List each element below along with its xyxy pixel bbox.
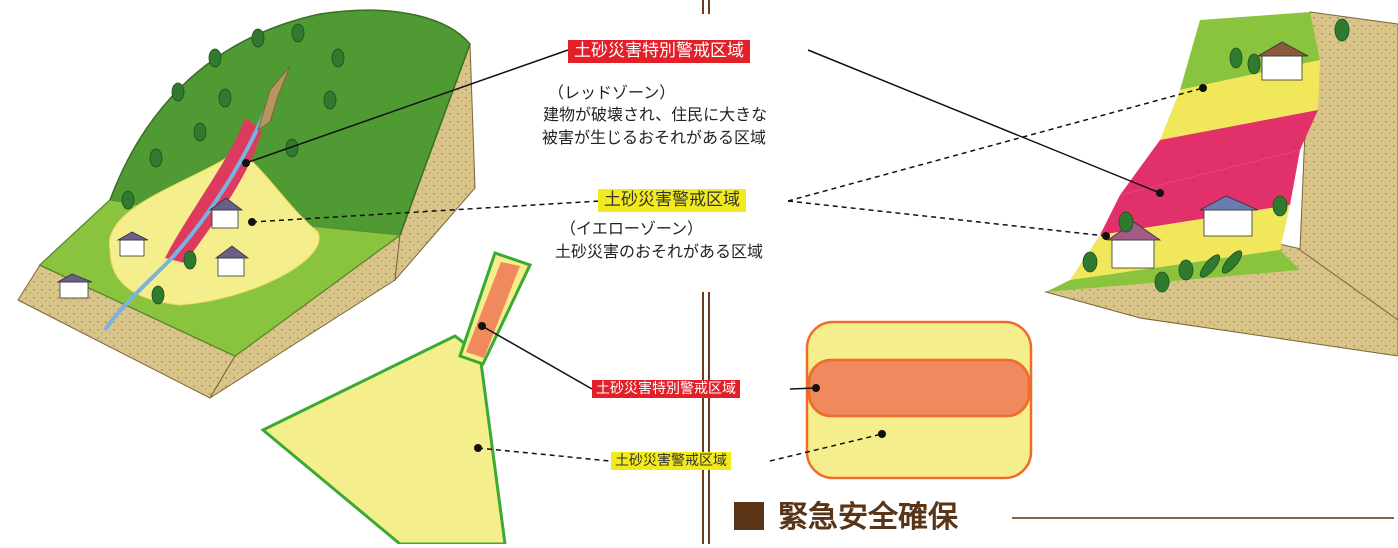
special-zone-sub: （レッドゾーン） xyxy=(548,83,676,102)
center-divider xyxy=(702,0,710,544)
warning-zone-label: 土砂災害警戒区域 xyxy=(598,189,746,212)
warning-zone-small-label: 土砂災害警戒区域 xyxy=(611,452,731,470)
fan-plan-view xyxy=(260,251,533,546)
section-heading: 緊急安全確保 xyxy=(734,502,958,533)
slope-illustration xyxy=(1044,11,1398,357)
special-zone-desc-1: 建物が破壊され、住民に大きな xyxy=(543,105,768,124)
heading-square-icon xyxy=(734,502,764,530)
special-zone-desc-2: 被害が生じるおそれがある区域 xyxy=(542,128,767,147)
connector-lines xyxy=(245,49,1204,462)
slope-plan-view xyxy=(805,320,1033,480)
warning-zone-desc-1: 土砂災害のおそれがある区域 xyxy=(555,242,764,261)
special-warning-zone-label: 土砂災害特別警戒区域 xyxy=(568,40,750,63)
mountain-illustration xyxy=(17,9,476,399)
heading-text: 緊急安全確保 xyxy=(778,500,958,535)
warning-zone-sub: （イエローゾーン） xyxy=(560,219,704,238)
special-zone-small-label: 土砂災害特別警戒区域 xyxy=(592,380,740,398)
